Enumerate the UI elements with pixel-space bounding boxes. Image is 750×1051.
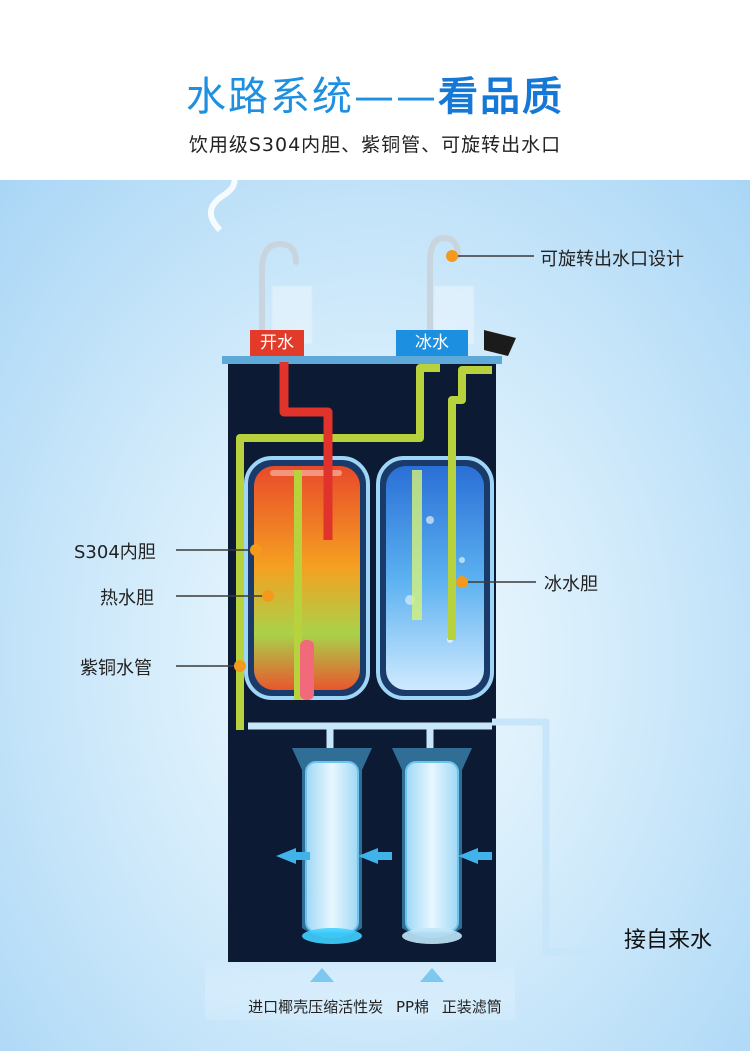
child-lock-icon xyxy=(484,330,516,356)
tap-water-label: 接自来水 xyxy=(624,928,713,953)
steam-icon xyxy=(208,163,238,233)
supply-pipes xyxy=(248,718,600,956)
cold-faucet xyxy=(427,234,461,351)
s304-tank-label: S304内胆 xyxy=(74,542,156,563)
heating-element xyxy=(300,640,314,700)
callout-lines xyxy=(176,255,536,667)
hot-pipe xyxy=(279,362,333,540)
cold-water-tank xyxy=(376,456,494,700)
rotating-outlet-label: 可旋转出水口设计 xyxy=(540,249,684,270)
cold-water-tag: 冰水 xyxy=(415,333,449,353)
hot-water-tank xyxy=(244,456,370,700)
hot-water-tag: 开水 xyxy=(260,333,294,353)
pp-cotton-filter xyxy=(392,748,472,944)
flow-arrows xyxy=(276,848,492,864)
intake-arrows xyxy=(310,968,444,982)
carbon-filter xyxy=(292,748,372,944)
callout-dots xyxy=(234,250,468,672)
cold-tank-label: 冰水胆 xyxy=(544,574,598,595)
copper-pipe-label: 紫铜水管 xyxy=(80,658,152,679)
page-title: 水路系统——看品质 xyxy=(186,74,564,120)
copper-pipes xyxy=(236,364,492,730)
page-subtitle: 饮用级S304内胆、紫铜管、可旋转出水口 xyxy=(188,134,562,156)
hot-tank-label: 热水胆 xyxy=(100,588,154,609)
hot-faucet xyxy=(259,240,299,351)
cold-tag-bg xyxy=(396,330,468,356)
floor-reflection xyxy=(205,960,515,1020)
header: 水路系统——看品质 饮用级S304内胆、紫铜管、可旋转出水口 xyxy=(0,0,750,180)
cabinet-top-edge xyxy=(222,356,502,364)
cold-inner-pipe xyxy=(412,470,422,620)
filter-caption: 进口椰壳压缩活性炭 PP棉 正装滤筒 xyxy=(248,998,502,1016)
hot-tag-bg xyxy=(250,330,304,356)
